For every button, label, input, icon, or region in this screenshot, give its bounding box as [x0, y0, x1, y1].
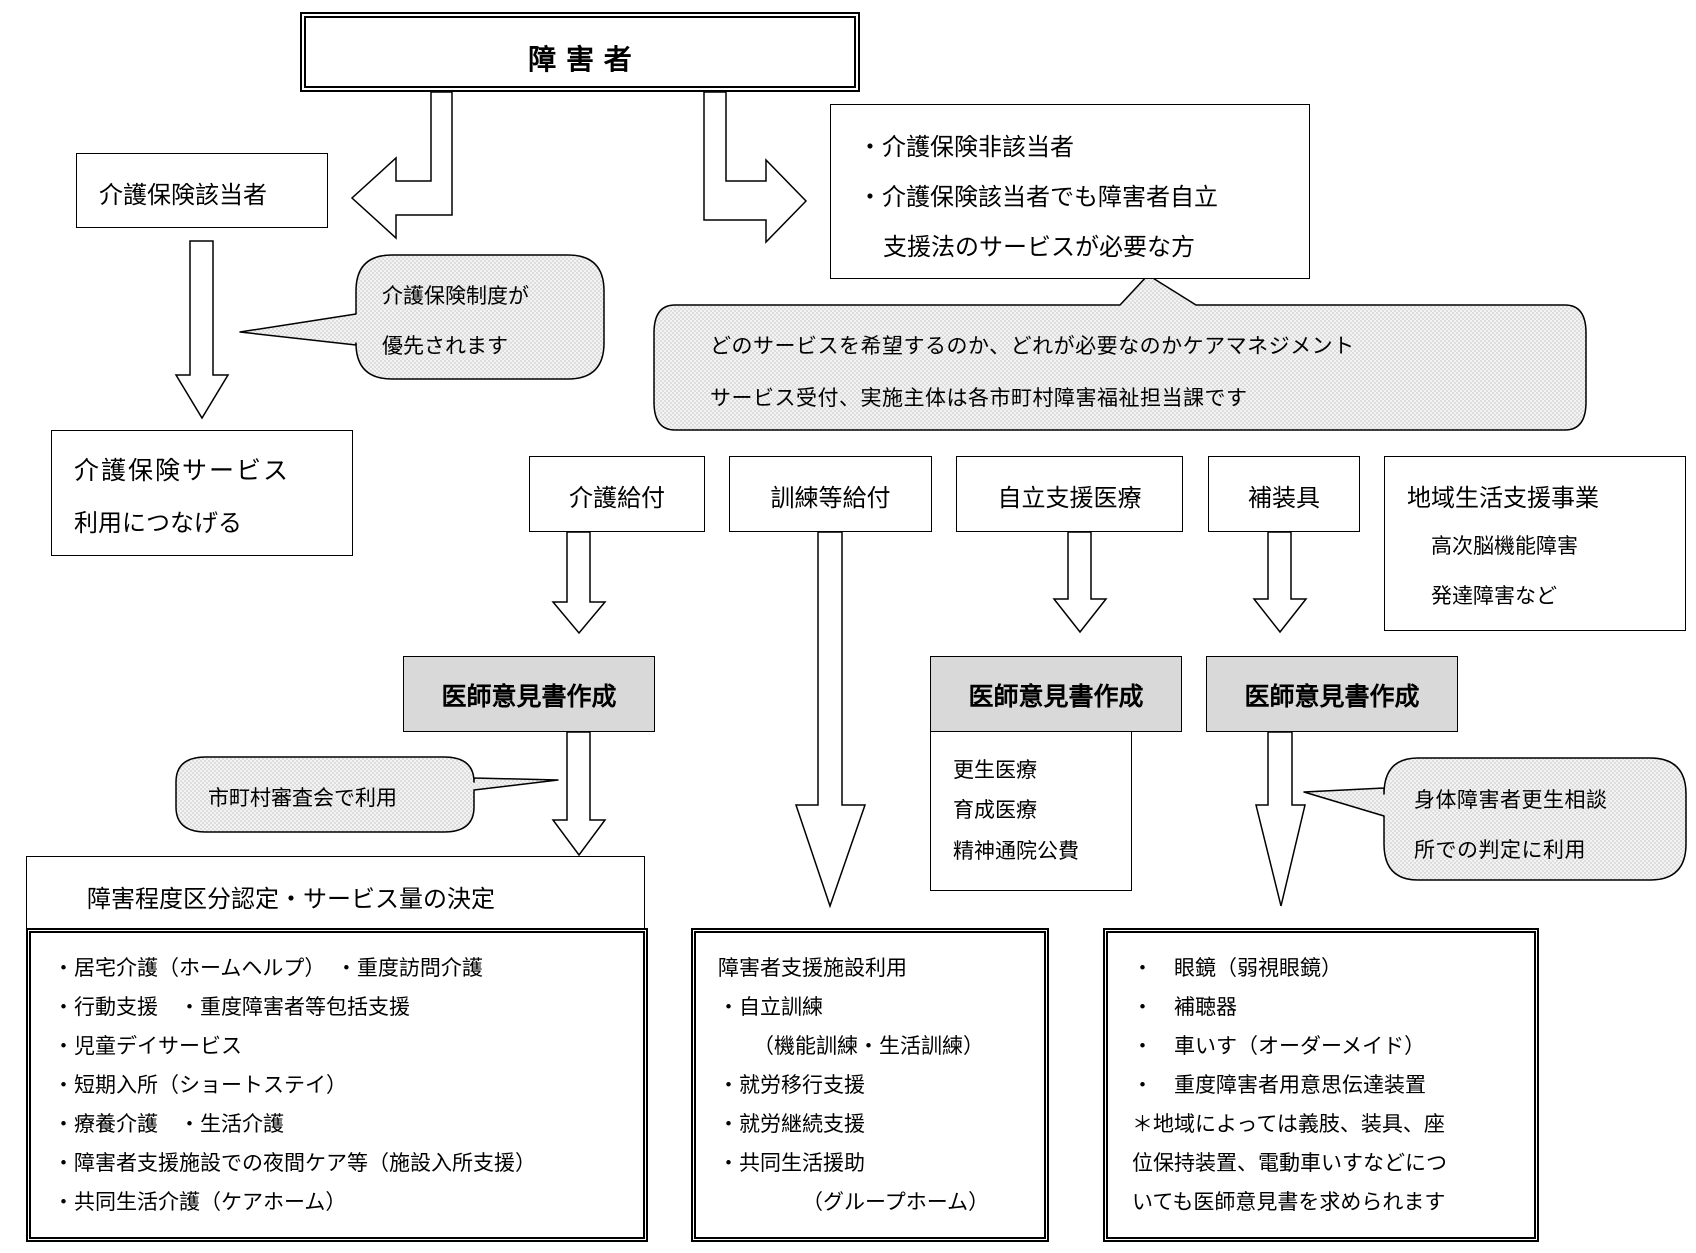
arrow-to-kaigo-target — [350, 91, 453, 240]
kunren-service-item: ・共同生活援助 — [718, 1151, 865, 1175]
category-hosougu: 補装具 — [1208, 456, 1360, 532]
kaigo-service-item: ・療養介護 ・生活介護 — [53, 1112, 284, 1136]
hosougu-item: ・ 車いす（オーダーメイド） — [1132, 1034, 1426, 1058]
hosougu-items-box: ・ 眼鏡（弱視眼鏡） ・ 補聴器 ・ 車いす（オーダーメイド） ・ 重度障害者用… — [1103, 928, 1539, 1242]
category-kaigo-kyufu: 介護給付 — [529, 456, 705, 532]
hosougu-note: 位保持装置、電動車いすなどにつ — [1132, 1151, 1447, 1175]
kaigo-service-item: ・行動支援 ・重度障害者等包括支援 — [53, 995, 410, 1019]
bubble-priority-line1: 介護保険制度が — [382, 284, 529, 308]
bubble-priority-line2: 優先されます — [382, 334, 508, 358]
category-kaigo-kyufu-label: 介護給付 — [569, 484, 665, 512]
arrow-kunren-down — [794, 531, 867, 909]
hosougu-item: ・ 眼鏡（弱視眼鏡） — [1132, 956, 1342, 980]
hosougu-item: ・ 補聴器 — [1132, 995, 1237, 1019]
doctor-opinion-hosougu: 医師意見書作成 — [1206, 656, 1458, 732]
speech-bubble-care-management — [653, 274, 1587, 431]
care-management-line1: どのサービスを希望するのか、どれが必要なのかケアマネジメント — [710, 334, 1355, 358]
hosougu-item: ・ 重度障害者用意思伝達装置 — [1132, 1073, 1426, 1097]
category-kunren-kyufu-label: 訓練等給付 — [770, 484, 891, 512]
kaigo-service-line1: 介護保険サービス — [74, 456, 291, 485]
hosougu-note: ＊地域によっては義肢、装具、座 — [1132, 1112, 1445, 1136]
bubble-shintai-line2: 所での判定に利用 — [1414, 838, 1586, 862]
bubble-shintai-line1: 身体障害者更生相談 — [1414, 788, 1608, 812]
medical-types-box: 更生医療 育成医療 精神通院公費 — [930, 731, 1132, 891]
care-management-line2: サービス受付、実施主体は各市町村障害福祉担当課です — [710, 386, 1248, 410]
kunren-services-box: 障害者支援施設利用 ・自立訓練 （機能訓練・生活訓練） ・就労移行支援 ・就労継… — [691, 928, 1049, 1242]
arrow-hosougu-down — [1252, 531, 1308, 634]
decision-box: 障害程度区分認定・サービス量の決定 — [26, 856, 645, 932]
category-hosougu-label: 補装具 — [1248, 484, 1320, 512]
kunren-service-item: ・就労移行支援 — [718, 1073, 865, 1097]
medical-type-1: 更生医療 — [953, 758, 1037, 782]
kaigo-services-box: ・居宅介護（ホームヘルプ） ・重度訪問介護 ・行動支援 ・重度障害者等包括支援 … — [26, 928, 648, 1242]
medical-type-3: 精神通院公費 — [953, 839, 1079, 863]
kaigo-service-item: ・居宅介護（ホームヘルプ） ・重度訪問介護 — [53, 956, 483, 980]
doctor-opinion-jiritsu: 医師意見書作成 — [930, 656, 1182, 732]
non-kaigo-line2: ・介護保険該当者でも障害者自立 — [858, 183, 1218, 211]
kaigo-target-text: 介護保険該当者 — [99, 181, 267, 209]
kaigo-service-item: ・短期入所（ショートステイ） — [53, 1073, 347, 1097]
arrow-to-kaigo-service — [174, 240, 230, 420]
kaigo-services-list: ・居宅介護（ホームヘルプ） ・重度訪問介護 ・行動支援 ・重度障害者等包括支援 … — [53, 949, 536, 1222]
kunren-service-item: （機能訓練・生活訓練） — [753, 1034, 984, 1058]
speech-bubble-shintai — [1303, 757, 1687, 881]
kaigo-service-item: ・障害者支援施設での夜間ケア等（施設入所支援） — [53, 1151, 536, 1175]
non-kaigo-line1: ・介護保険非該当者 — [858, 133, 1074, 161]
arrow-kaigo-kyufu-down — [551, 531, 607, 635]
kaigo-service-item: ・共同生活介護（ケアホーム） — [53, 1190, 347, 1214]
bubble-shinsakai-text: 市町村審査会で利用 — [208, 786, 397, 810]
doctor-opinion-hosougu-label: 医師意見書作成 — [1244, 682, 1420, 711]
kaigo-service-box: 介護保険サービス 利用につなげる — [51, 430, 353, 556]
category-chiiki-item2: 発達障害など — [1431, 584, 1557, 608]
kaigo-service-line2: 利用につなげる — [74, 509, 242, 537]
kunren-services-list: 障害者支援施設利用 ・自立訓練 （機能訓練・生活訓練） ・就労移行支援 ・就労継… — [718, 949, 989, 1222]
kaigo-target-box: 介護保険該当者 — [76, 153, 328, 228]
speech-bubble-shinsakai — [175, 756, 559, 833]
kunren-service-item: ・就労継続支援 — [718, 1112, 865, 1136]
doctor-opinion-kaigo: 医師意見書作成 — [403, 656, 655, 732]
arrow-jiritsu-down — [1052, 531, 1108, 634]
kunren-service-item: 障害者支援施設利用 — [718, 956, 907, 980]
category-chiiki-title: 地域生活支援事業 — [1407, 484, 1599, 512]
arrow-hosougu-opinion-down — [1255, 731, 1306, 907]
arrow-to-decision — [551, 731, 607, 857]
hosougu-items-list: ・ 眼鏡（弱視眼鏡） ・ 補聴器 ・ 車いす（オーダーメイド） ・ 重度障害者用… — [1132, 949, 1447, 1222]
doctor-opinion-kaigo-label: 医師意見書作成 — [441, 682, 617, 711]
arrow-to-non-kaigo — [703, 91, 808, 244]
medical-type-2: 育成医療 — [953, 798, 1037, 822]
non-kaigo-box: ・介護保険非該当者 ・介護保険該当者でも障害者自立 支援法のサービスが必要な方 — [830, 104, 1310, 279]
category-jiritsu-iryo-label: 自立支援医療 — [997, 484, 1142, 512]
title-box-shogaisha: 障 害 者 — [300, 12, 860, 92]
category-chiiki: 地域生活支援事業 高次脳機能障害 発達障害など — [1384, 456, 1686, 631]
decision-text: 障害程度区分認定・サービス量の決定 — [87, 885, 495, 913]
doctor-opinion-jiritsu-label: 医師意見書作成 — [968, 682, 1144, 711]
kunren-service-item: （グループホーム） — [802, 1190, 990, 1214]
non-kaigo-line3: 支援法のサービスが必要な方 — [883, 233, 1195, 261]
kunren-service-item: ・自立訓練 — [718, 995, 823, 1019]
kaigo-service-item: ・児童デイサービス — [53, 1034, 242, 1058]
category-kunren-kyufu: 訓練等給付 — [729, 456, 932, 532]
category-chiiki-item1: 高次脳機能障害 — [1431, 534, 1578, 558]
title-text: 障 害 者 — [528, 43, 632, 76]
speech-bubble-priority — [239, 254, 605, 380]
hosougu-note: いても医師意見書を求められます — [1132, 1190, 1446, 1214]
category-jiritsu-iryo: 自立支援医療 — [956, 456, 1183, 532]
